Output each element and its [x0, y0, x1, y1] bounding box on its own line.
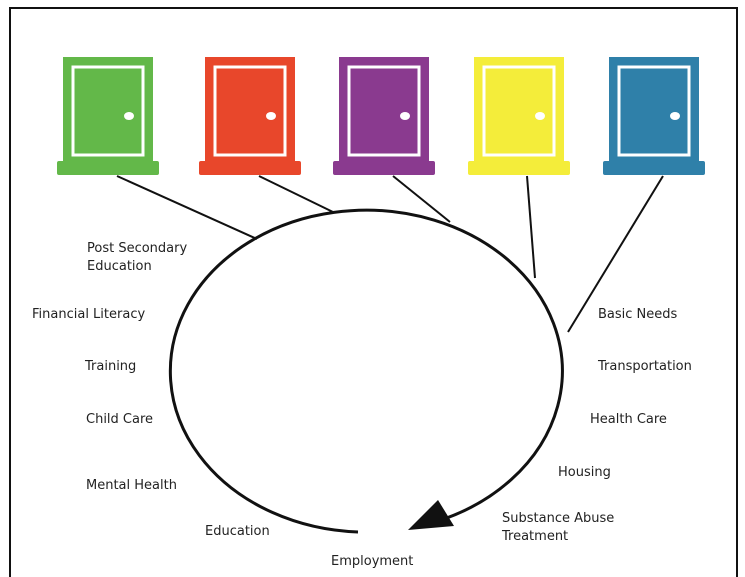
cycle-arc: [168, 208, 564, 534]
label-education: Education: [205, 524, 270, 539]
label-training: Training: [85, 359, 137, 374]
red-door: [199, 57, 301, 175]
yellow-door: [468, 57, 570, 175]
blue-door-threshold: [603, 161, 705, 175]
connector-line-red: [258, 175, 334, 213]
yellow-door-knob-icon: [535, 112, 545, 120]
green-door: [57, 57, 159, 175]
diagram-frame: [9, 7, 738, 577]
label-post-secondary-education: Post Secondary Education: [87, 241, 188, 274]
purple-door-knob-icon: [400, 112, 410, 120]
green-door-knob-icon: [124, 112, 134, 120]
label-health-care: Health Care: [590, 412, 667, 427]
green-door-panel: [71, 65, 145, 157]
yellow-door-frame: [474, 57, 564, 165]
label-mental-health: Mental Health: [86, 478, 177, 493]
label-substance-abuse-treatment: Substance Abuse Treatment: [502, 511, 615, 544]
yellow-door-threshold: [468, 161, 570, 175]
purple-door: [333, 57, 435, 175]
label-basic-needs: Basic Needs: [598, 307, 678, 322]
red-door-frame: [205, 57, 295, 165]
connector-line-green: [116, 175, 258, 240]
connector-line-purple: [392, 175, 451, 223]
purple-door-threshold: [333, 161, 435, 175]
doors-row: [57, 57, 705, 175]
connector-line-blue: [567, 175, 664, 333]
connector-lines: [116, 175, 664, 333]
purple-door-frame: [339, 57, 429, 165]
label-child-care: Child Care: [86, 412, 154, 427]
label-employment: Employment: [331, 554, 414, 569]
blue-door-frame: [609, 57, 699, 165]
blue-door: [603, 57, 705, 175]
label-transportation: Transportation: [598, 359, 692, 374]
yellow-door-panel: [482, 65, 556, 157]
cycle-arrowhead: [408, 500, 454, 530]
label-housing: Housing: [558, 465, 611, 480]
green-door-threshold: [57, 161, 159, 175]
purple-door-panel: [347, 65, 421, 157]
blue-door-panel: [617, 65, 691, 157]
label-financial-literacy: Financial Literacy: [32, 307, 146, 322]
red-door-knob-icon: [266, 112, 276, 120]
connector-line-yellow: [526, 175, 536, 279]
blue-door-knob-icon: [670, 112, 680, 120]
red-door-threshold: [199, 161, 301, 175]
red-door-panel: [213, 65, 287, 157]
green-door-frame: [63, 57, 153, 165]
